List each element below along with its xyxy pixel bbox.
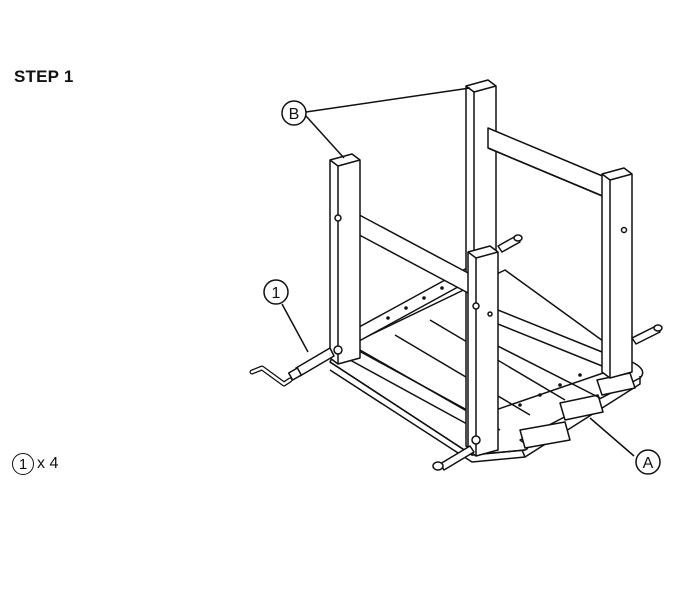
part-number-badge: 1 — [12, 453, 34, 475]
bolt-left — [287, 347, 335, 381]
leg-right — [601, 167, 633, 379]
leg-front — [467, 245, 499, 457]
callout-a-label: A — [643, 455, 654, 472]
parts-list: 1 x 4 — [12, 453, 58, 475]
top-rail-front — [349, 209, 471, 295]
rail-holes — [386, 286, 582, 407]
hex-key-icon — [249, 365, 293, 387]
bolt-back — [497, 234, 523, 253]
leg-left — [329, 153, 361, 365]
step-title: STEP 1 — [14, 67, 74, 86]
callout-part-one-label: 1 — [272, 285, 281, 302]
callout-b-label: B — [289, 106, 300, 123]
part-quantity: x 4 — [37, 455, 59, 472]
top-rail-back — [487, 127, 613, 201]
callout-part-one: 1 — [263, 279, 289, 305]
bolt-front — [432, 445, 475, 471]
callout-b: B — [281, 100, 307, 126]
callout-a: A — [635, 449, 661, 475]
callout-lines — [281, 87, 635, 457]
bolt-right — [631, 324, 663, 345]
